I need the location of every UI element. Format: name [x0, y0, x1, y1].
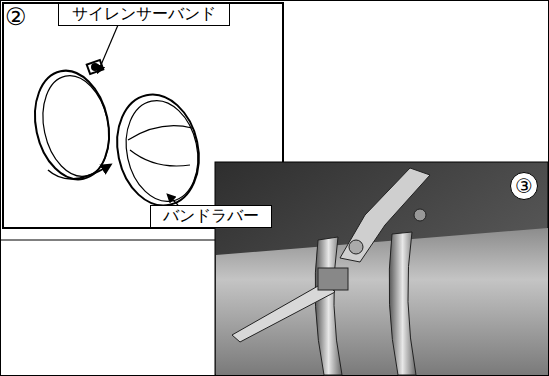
part-name-box: サイレンサーバンド — [58, 3, 230, 26]
part-name-box: バンドラバー — [150, 205, 272, 228]
part-name: バンドラバー — [163, 206, 259, 227]
part-name: サイレンサーバンド — [72, 4, 216, 25]
callout-number: ③ — [510, 172, 538, 200]
callout-number: ② — [5, 5, 27, 29]
